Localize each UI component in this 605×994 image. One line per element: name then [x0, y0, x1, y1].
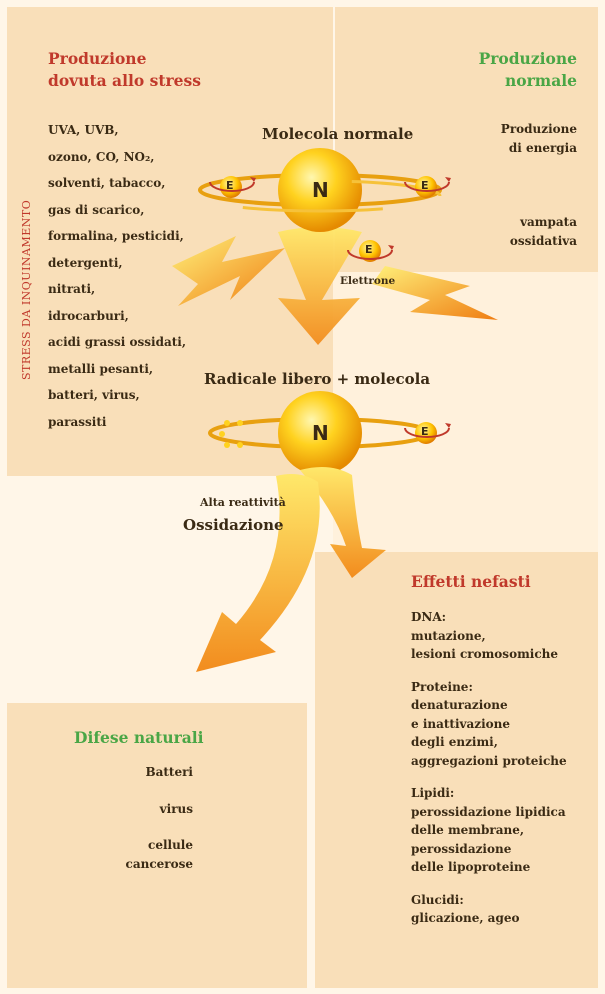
radical-label: Radicale libero + molecola	[204, 370, 430, 388]
normal-title-line1: Produzione	[479, 48, 577, 70]
normal-title-line2: normale	[479, 70, 577, 92]
group-line: lesioni cromosomiche	[411, 645, 567, 664]
nucleus-letter-top: N	[312, 178, 329, 202]
group-line: delle lipoproteine	[411, 858, 567, 877]
stress-item: solventi, tabacco,	[48, 170, 186, 197]
stress-item: gas di scarico,	[48, 197, 186, 224]
effects-group-proteins: Proteine: denaturazione e inattivazione …	[411, 678, 567, 771]
stress-item: batteri, virus,	[48, 382, 186, 409]
stress-item: nitrati,	[48, 276, 186, 303]
defense-item2: virus	[126, 800, 193, 819]
normal-title: Produzione normale	[479, 48, 577, 92]
stress-item: UVA, UVB,	[48, 117, 186, 144]
group-heading: Lipidi:	[411, 784, 567, 803]
group-line: perossidazione lipidica	[411, 803, 567, 822]
group-line: denaturazione	[411, 696, 567, 715]
effects-group-lipids: Lipidi: perossidazione lipidica delle me…	[411, 784, 567, 877]
group-line: degli enzimi,	[411, 733, 567, 752]
electron-letter-free: E	[365, 243, 373, 256]
molecule-radical	[210, 391, 451, 475]
burst-line2: ossidativa	[510, 232, 577, 251]
stress-vertical-label: STRESS DA INQUINAMENTO	[20, 200, 33, 380]
effects-group-dna: DNA: mutazione, lesioni cromosomiche	[411, 608, 567, 664]
electron-letter-radical: E	[421, 425, 429, 438]
electron-label: Elettrone	[340, 275, 395, 287]
stress-title: Produzione dovuta allo stress	[48, 48, 201, 92]
defense-item3-line1: cellule	[126, 836, 193, 855]
defense-item3-line2: cancerose	[126, 855, 193, 874]
electron-letter-left: E	[226, 179, 234, 192]
stress-item: ozono, CO, NO₂,	[48, 144, 186, 171]
stress-list: UVA, UVB, ozono, CO, NO₂, solventi, taba…	[48, 117, 186, 435]
defense-list: Batteri virus cellule cancerose	[126, 763, 193, 873]
bolt-left	[172, 236, 285, 306]
energy-line1: Produzione	[501, 120, 577, 139]
oxidation-label: Ossidazione	[183, 516, 284, 534]
group-line: mutazione,	[411, 627, 567, 646]
nucleus-letter-bottom: N	[312, 421, 329, 445]
burst-label: vampata ossidativa	[510, 213, 577, 250]
effects-list: DNA: mutazione, lesioni cromosomiche Pro…	[411, 608, 567, 942]
stress-title-line2: dovuta allo stress	[48, 70, 201, 92]
group-heading: DNA:	[411, 608, 567, 627]
effects-group-glucids: Glucidi: glicazione, ageo	[411, 891, 567, 928]
group-line: glicazione, ageo	[411, 909, 567, 928]
group-line: e inattivazione	[411, 715, 567, 734]
stress-item: idrocarburi,	[48, 303, 186, 330]
molecule-label: Molecola normale	[262, 125, 413, 143]
group-line: aggregazioni proteiche	[411, 752, 567, 771]
group-heading: Proteine:	[411, 678, 567, 697]
stress-title-line1: Produzione	[48, 48, 201, 70]
energy-label: Produzione di energia	[501, 120, 577, 157]
group-heading: Glucidi:	[411, 891, 567, 910]
stress-item: detergenti,	[48, 250, 186, 277]
group-line: perossidazione	[411, 840, 567, 859]
effects-title: Effetti nefasti	[411, 571, 531, 593]
group-line: delle membrane,	[411, 821, 567, 840]
burst-line1: vampata	[510, 213, 577, 232]
defense-title: Difese naturali	[74, 727, 204, 749]
electron-letter-right: E	[421, 179, 429, 192]
defense-item1: Batteri	[126, 763, 193, 782]
energy-line2: di energia	[501, 139, 577, 158]
stress-item: parassiti	[48, 409, 186, 436]
stress-item: metalli pesanti,	[48, 356, 186, 383]
stress-item: formalina, pesticidi,	[48, 223, 186, 250]
stress-item: acidi grassi ossidati,	[48, 329, 186, 356]
reactivity-label: Alta reattività	[200, 496, 286, 509]
